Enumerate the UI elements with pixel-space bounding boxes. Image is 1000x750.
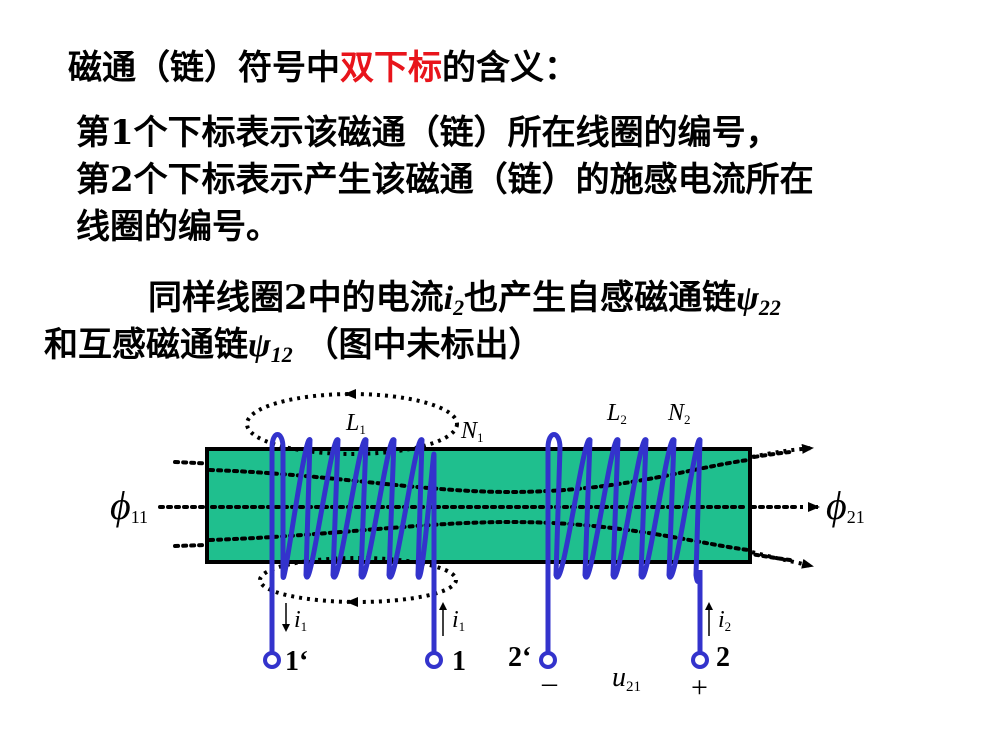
explanation-line-3: 线圈的编号。	[76, 207, 280, 247]
i1-left-label: i1	[294, 607, 307, 634]
statement-text-b: 也产生自感磁通链	[464, 278, 737, 318]
i2-label: i2	[718, 607, 731, 634]
psi-symbol: ψ	[736, 280, 759, 317]
statement-line-1: 同样线圈2中的电流i2也产生自感磁通链ψ22	[148, 278, 781, 328]
coil-2	[545, 432, 703, 656]
i1-right-label: i1	[452, 607, 465, 634]
current-subscript: 2	[453, 295, 465, 320]
statement-text-a: 同样线圈2中的电流	[148, 278, 444, 318]
N1-label: N1	[460, 418, 484, 445]
L1-label: L1	[345, 410, 366, 437]
terminals	[263, 651, 709, 669]
phi-11-label: ϕ11	[110, 483, 148, 528]
explanation-line-1: 第1个下标表示该磁通（链）所在线圈的编号，	[76, 113, 780, 153]
self-flux-loop	[245, 392, 459, 604]
statement-text-d: （图中未标出）	[292, 325, 543, 365]
plus-sign: +	[691, 671, 708, 704]
psi-22: ψ22	[736, 280, 781, 320]
psi-subscript: 22	[758, 295, 781, 320]
coil-1	[269, 432, 437, 656]
minus-sign: –	[541, 666, 558, 699]
psi-symbol: ψ	[248, 327, 271, 364]
L2-label: L2	[606, 400, 627, 427]
terminal-1-label: 1	[452, 646, 466, 677]
heading: 磁通（链）符号中双下标的含义：	[68, 48, 578, 88]
heading-prefix: 磁通（链）符号中	[68, 48, 340, 88]
terminal-2-prime-label: 2‘	[508, 642, 531, 673]
statement-text-c: 和互感磁通链	[44, 325, 248, 365]
current-symbol: i	[443, 280, 454, 317]
psi-12: ψ12	[248, 327, 293, 367]
terminal-2	[691, 651, 709, 669]
current-i2: i2	[443, 280, 465, 320]
terminal-1-prime	[263, 651, 281, 669]
explanation-line-2: 第2个下标表示产生该磁通（链）的施感电流所在	[76, 160, 814, 200]
terminal-1	[425, 651, 443, 669]
flux-extensions	[751, 443, 820, 569]
terminal-1-prime-label: 1‘	[285, 646, 308, 677]
heading-highlight: 双下标	[340, 48, 442, 88]
phi-21-label: ϕ21	[826, 483, 865, 528]
terminal-2-label: 2	[716, 642, 730, 673]
terminal-2-prime	[539, 651, 557, 669]
current-arrows	[282, 602, 713, 636]
u21-label: u21	[612, 662, 641, 695]
N2-label: N2	[667, 400, 691, 427]
psi-subscript: 12	[270, 342, 293, 367]
heading-suffix: 的含义：	[442, 48, 578, 88]
statement-line-2: 和互感磁通链ψ12 （图中未标出）	[44, 325, 543, 375]
